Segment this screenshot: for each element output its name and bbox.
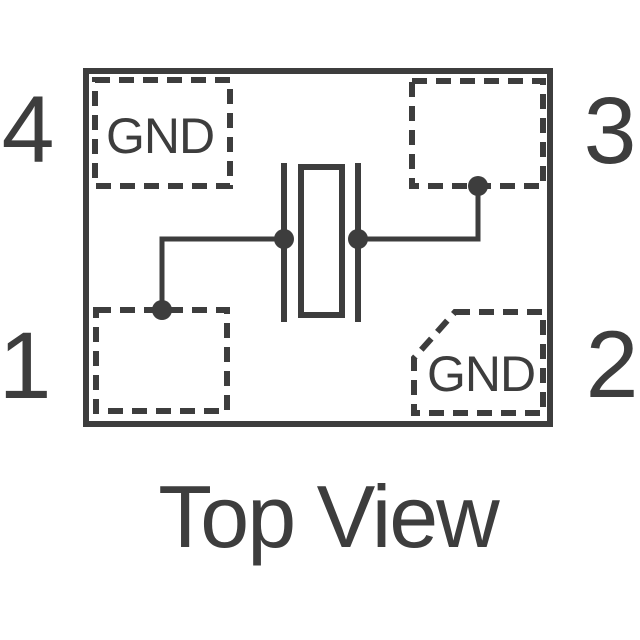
pad-pin2-gnd-label: GND <box>427 346 535 402</box>
pad-pin4-gnd-label: GND <box>106 108 214 164</box>
pin-number-3: 3 <box>584 78 637 184</box>
wire-pin3-to-crystal <box>358 186 481 242</box>
pad-pin1 <box>93 307 230 414</box>
pad-pin2-chamfered <box>411 309 546 416</box>
package-outline <box>83 68 553 427</box>
junction-dot-pin3 <box>468 176 488 196</box>
crystal-body <box>298 164 345 318</box>
view-caption: Top View <box>158 467 500 566</box>
junction-dot-crystal-left <box>274 229 294 249</box>
pad-pin3 <box>409 78 546 189</box>
pin-number-2: 2 <box>586 312 639 418</box>
junction-dot-crystal-right <box>348 229 368 249</box>
junction-dot-pin1 <box>152 300 172 320</box>
crystal-symbol <box>281 163 361 322</box>
pin-number-4: 4 <box>2 77 55 183</box>
pin-number-1: 1 <box>0 313 51 419</box>
wire-pin1-to-crystal <box>159 236 284 310</box>
